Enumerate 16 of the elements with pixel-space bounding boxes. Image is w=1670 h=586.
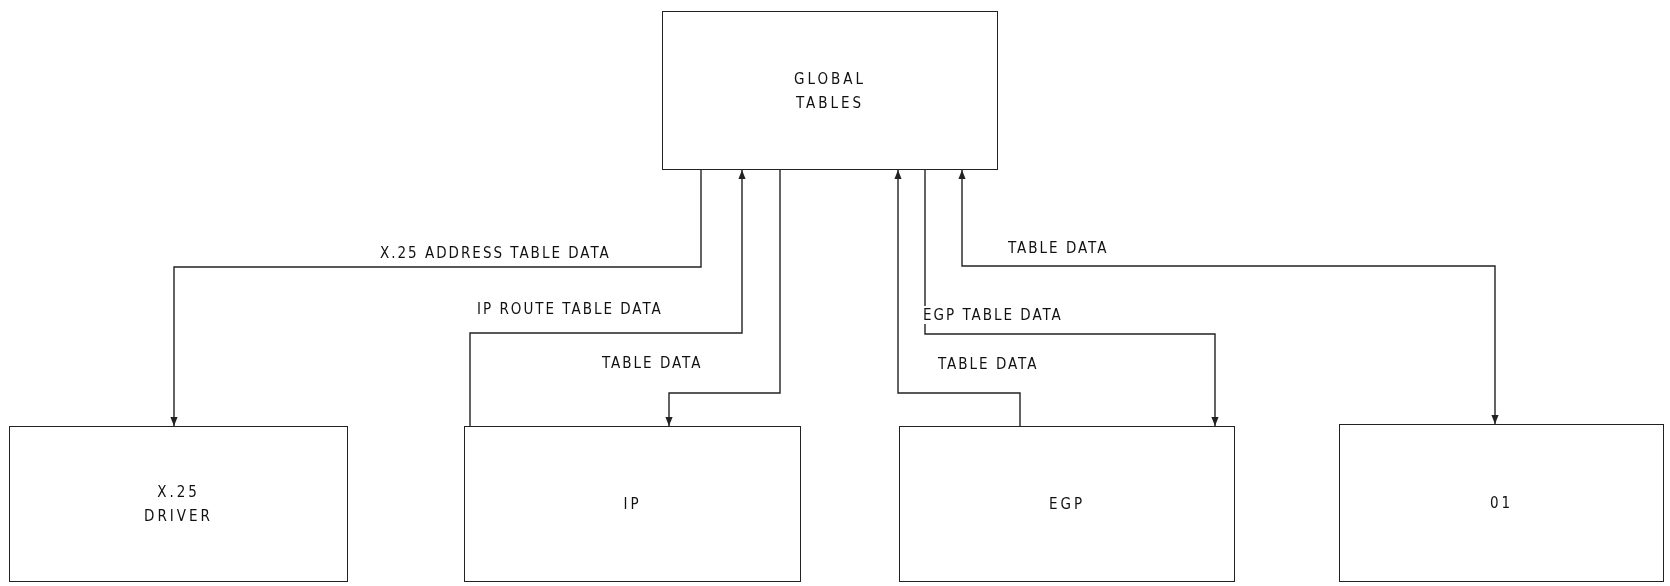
arrow [469,169,746,427]
arrow [894,169,1021,427]
arrow [665,169,781,427]
box-label: X.25 DRIVER [143,482,214,527]
process-box [9,426,348,582]
arrow [170,169,702,427]
box-label: IP [623,494,642,515]
process-box [1339,424,1664,582]
box-label: GLOBAL TABLES [792,68,868,114]
process-box [662,11,998,170]
arrow [924,169,1219,427]
box-label: 01 [1489,493,1514,514]
process-box [899,426,1235,582]
arrow [958,169,1499,425]
box-label: EGP [1048,494,1086,515]
process-box [464,426,801,582]
